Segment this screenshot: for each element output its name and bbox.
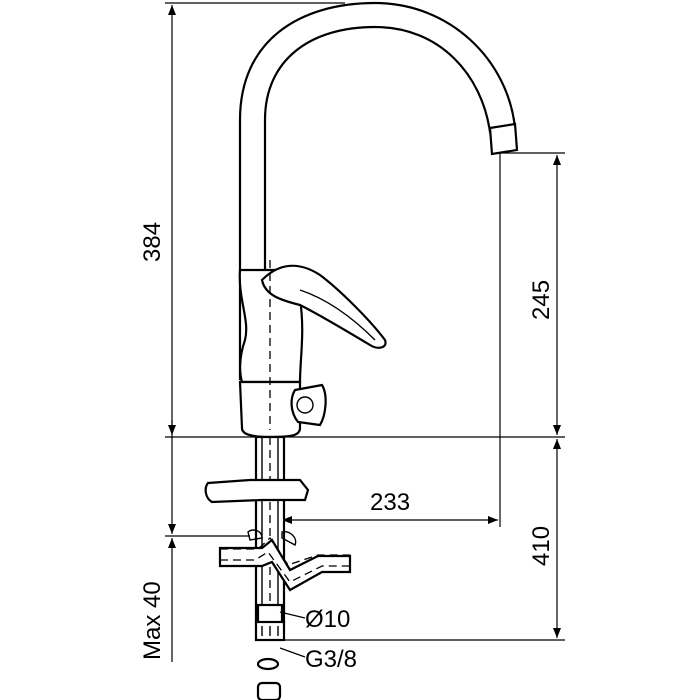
label-below-deck: 410: [528, 526, 555, 566]
faucet-body: [238, 1, 519, 439]
extension-lines: [165, 2, 565, 641]
spout-outlet: [488, 122, 519, 156]
label-spout-height: 245: [528, 280, 555, 320]
mounting-assembly: [204, 435, 352, 700]
label-connection-thread: G3/8: [305, 646, 357, 673]
lever-handle: [260, 264, 387, 349]
nut: [256, 681, 282, 700]
label-total-height: 384: [139, 222, 166, 262]
label-spout-reach: 233: [370, 489, 410, 516]
washer: [256, 657, 280, 671]
label-deck-thickness: Max 40: [139, 581, 166, 660]
label-hose-diameter: Ø10: [305, 606, 350, 633]
cartridge-knob: [290, 383, 327, 427]
mounting-bracket: [204, 478, 310, 504]
